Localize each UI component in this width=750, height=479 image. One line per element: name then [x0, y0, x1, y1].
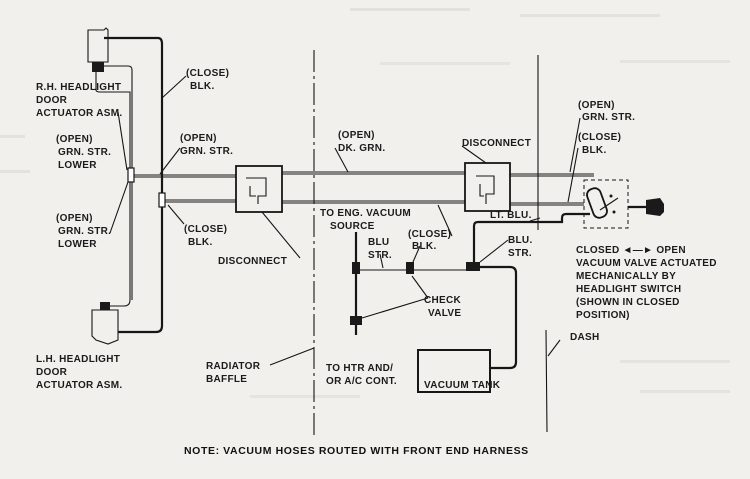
lt-blu-label: LT. BLU. — [490, 210, 532, 221]
open-grn-str-lower-label: (OPEN) GRN. STR. — [56, 213, 111, 237]
dash-label: DASH — [570, 332, 600, 343]
to-eng-vacuum-label: TO ENG. VACUUM SOURCE — [320, 208, 414, 232]
check-valve-label: CHECK VALVE — [424, 295, 464, 319]
close-blk-center-label: (CLOSE) BLK. — [408, 229, 454, 252]
rh-actuator-label: R.H. HEADLIGHT DOOR ACTUATOR ASM. — [36, 82, 124, 119]
valve-description-label: CLOSED ◄—► OPEN VACUUM VALVE ACTUATED ME… — [576, 245, 720, 321]
close-blk-right-label: (CLOSE) BLK. — [578, 132, 624, 156]
close-blk-top-label: (CLOSE) BLK. — [186, 68, 232, 92]
vacuum-tank — [417, 349, 491, 393]
disconnect-left-block — [235, 165, 283, 213]
disconnect-left-label: DISCONNECT — [218, 256, 287, 267]
vacuum-tank-label: VACUUM TANK — [424, 380, 501, 391]
engine-vacuum-hoses — [350, 204, 518, 370]
disconnect-right-block — [464, 162, 511, 212]
dash-line-bottom — [545, 329, 548, 433]
lower-lower-label: LOWER — [58, 239, 97, 250]
lh-actuator-label: L.H. HEADLIGHT DOOR ACTUATOR ASM. — [36, 354, 123, 391]
lower-upper-label: LOWER — [58, 160, 97, 171]
blu-str-left-label: BLU STR. — [368, 237, 393, 261]
radiator-baffle-label: RADIATOR BAFFLE — [206, 361, 263, 385]
open-grn-str-upper-label: (OPEN) GRN. STR. — [56, 134, 111, 158]
disconnect-right-label: DISCONNECT — [462, 138, 531, 149]
close-blk-mid-label: (CLOSE) BLK. — [184, 224, 230, 248]
open-dk-grn-label: (OPEN) DK. GRN. — [338, 130, 385, 154]
main-hoses — [134, 171, 594, 206]
background-texture — [0, 8, 730, 398]
open-grn-str-right-label: (OPEN) GRN. STR. — [578, 100, 635, 123]
to-htr-label: TO HTR AND/ OR A/C CONT. — [326, 363, 397, 387]
leader-lines — [109, 75, 581, 366]
lh-actuator-icon — [91, 302, 119, 345]
lt-blu-hose — [472, 212, 590, 262]
vacuum-valve-icon — [583, 179, 664, 229]
open-grn-str-mid-label: (OPEN) GRN. STR. — [180, 133, 233, 157]
rh-actuator-icon — [87, 27, 109, 72]
actuator-hoses — [95, 36, 166, 334]
blu-str-right-label: BLU. STR. — [508, 235, 536, 259]
footer-note: NOTE: VACUUM HOSES ROUTED WITH FRONT END… — [184, 445, 529, 457]
